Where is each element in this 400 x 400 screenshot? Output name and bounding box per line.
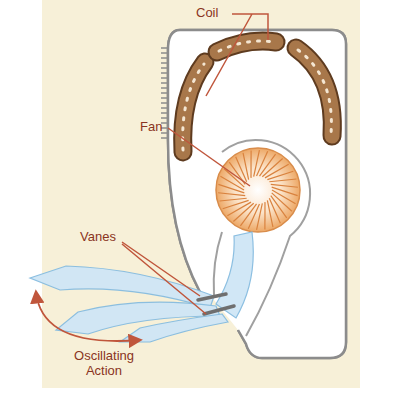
fan-blade bbox=[227, 202, 251, 216]
fan-blade bbox=[267, 171, 293, 179]
fan-blades bbox=[218, 150, 298, 230]
fan-blade bbox=[220, 198, 247, 201]
fan-blade bbox=[269, 179, 296, 182]
oscillation-arrow bbox=[36, 292, 140, 341]
part-label: Oscillating Action bbox=[58, 349, 150, 379]
fan-blade bbox=[265, 164, 289, 178]
fan-blade bbox=[218, 184, 244, 193]
part-label: Vanes bbox=[80, 230, 116, 245]
fan-blade bbox=[250, 151, 251, 178]
background-panel bbox=[42, 0, 360, 388]
fan-wheel bbox=[216, 148, 300, 232]
vanes-leader bbox=[122, 242, 206, 314]
fan-blade bbox=[223, 200, 249, 208]
part-label: Coil bbox=[196, 6, 218, 21]
fan-blade bbox=[264, 202, 265, 229]
fan-leader bbox=[168, 128, 250, 186]
airflow bbox=[30, 232, 253, 342]
fan-blade bbox=[243, 153, 249, 180]
fan-blade bbox=[218, 193, 245, 196]
fan-blade bbox=[272, 187, 298, 196]
fan-blade bbox=[267, 200, 273, 227]
coil-leader bbox=[206, 14, 268, 96]
fan-blade bbox=[271, 184, 298, 187]
duct-wall bbox=[214, 232, 222, 296]
coil bbox=[183, 41, 333, 152]
part-label: Fan bbox=[140, 120, 162, 135]
